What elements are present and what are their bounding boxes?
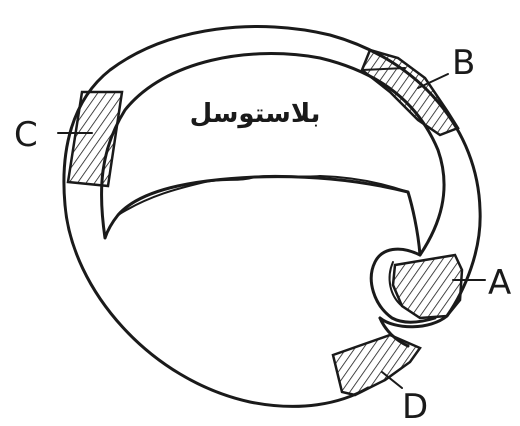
label-a: A xyxy=(488,263,511,303)
label-b: B xyxy=(452,43,475,83)
blastocoel-label: بلاستوسل xyxy=(190,99,321,129)
region-d xyxy=(333,335,420,395)
label-d: D xyxy=(402,387,428,426)
label-c: C xyxy=(14,115,38,155)
region-a xyxy=(393,255,462,318)
region-c xyxy=(68,92,122,186)
region-b xyxy=(362,50,458,135)
